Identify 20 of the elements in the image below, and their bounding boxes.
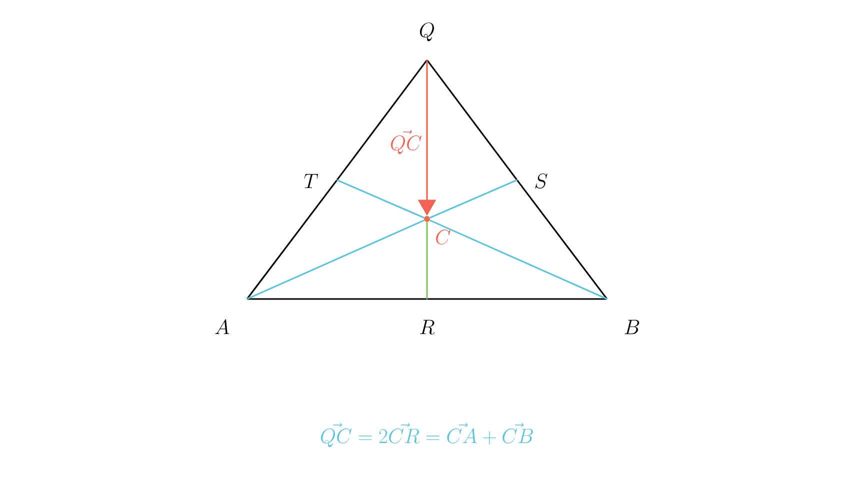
point-label: $A$ xyxy=(215,319,230,334)
line-segment xyxy=(426,60,518,180)
point-label: $Q$ xyxy=(420,22,434,42)
equation: $\vec{QC} = 2\vec{CR} = \vec{CA} + \vec{CB}$ xyxy=(320,422,533,448)
point-label: $R$ xyxy=(420,320,435,335)
line-segment xyxy=(336,60,428,180)
point-label: $S$ xyxy=(535,174,548,189)
point-label: $B$ xyxy=(624,320,640,334)
point-label: $C$ xyxy=(436,230,450,245)
line-segment xyxy=(516,180,608,300)
point-label: $T$ xyxy=(304,174,318,188)
line-segment xyxy=(427,298,607,300)
line-segment xyxy=(426,222,428,299)
line-segment xyxy=(336,179,424,218)
line-segment xyxy=(246,220,424,300)
line-segment xyxy=(247,298,427,300)
line-segment xyxy=(430,220,608,300)
edge-label: $\vec{QC}$ xyxy=(388,128,424,156)
line-segment xyxy=(246,180,338,300)
line-segment xyxy=(430,179,518,218)
